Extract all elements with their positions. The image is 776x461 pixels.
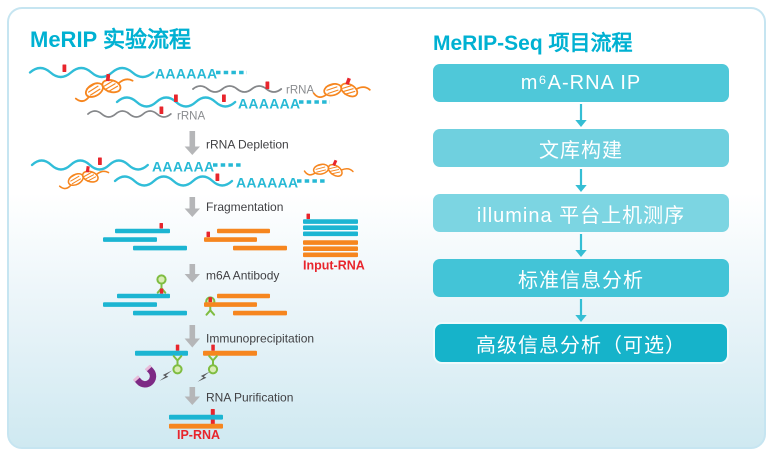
step-label-m6a-antibody: m6A Antibody: [206, 269, 279, 283]
input-rna-stack: Input-RNA: [303, 213, 365, 273]
flow-step-m6a-rna-ip: m⁶A-RNA IP: [433, 64, 729, 102]
rna-fragment: [204, 237, 257, 242]
right-panel-title: MeRIP-Seq 项目流程: [433, 32, 633, 55]
flow-arrow: [575, 234, 587, 257]
input-rna-label: Input-RNA: [303, 259, 365, 273]
antibody-icon: [172, 355, 183, 375]
ribosome-icon: [312, 72, 372, 105]
step-label-rrna-depletion: rRNA Depletion: [206, 138, 289, 152]
rrna-label: rRNA: [286, 85, 314, 97]
fragmented-rna: [103, 223, 287, 251]
rna-fragment: [115, 228, 170, 234]
down-arrow-fragmentation: [184, 197, 200, 217]
polya-tail-label: AAAAAA: [155, 66, 217, 82]
down-arrow-m6a-antibody: [184, 264, 200, 283]
step-label-fragmentation: Fragmentation: [206, 200, 283, 214]
rna-fragment: [103, 302, 157, 307]
rna-fragment: [217, 228, 270, 234]
m6a-mark: [206, 231, 210, 238]
rna-fragment: [233, 310, 287, 316]
mrna-strand: [113, 175, 234, 187]
m6a-mark: [222, 94, 226, 102]
rna-fragment: [204, 302, 257, 307]
ip-rna-label: IP-RNA: [177, 428, 220, 442]
depleted-mrna-cluster: AAAAAA AAAAAA: [30, 153, 356, 191]
rna-fragment: [303, 219, 358, 224]
rrna-strand: [87, 110, 172, 118]
ribosome-icon: [303, 153, 356, 185]
polya-tail-label: AAAAAA: [236, 175, 298, 191]
m6a-mark: [211, 344, 215, 351]
polya-tail-label: AAAAAA: [152, 159, 214, 175]
m6a-mark: [265, 81, 270, 89]
antibody-bound-fragments: [103, 274, 287, 316]
rna-fragment: [103, 237, 157, 242]
rna-fragment: [217, 293, 270, 299]
step-label-rna-purification: RNA Purification: [206, 391, 293, 405]
rna-fragment: [303, 246, 358, 251]
rna-fragment: [169, 423, 223, 429]
down-arrow-rna-purification: [184, 387, 200, 405]
total-rna-cluster: AAAAAA rRNA AAAAAA rRNA: [28, 64, 372, 123]
lightning-icon: [197, 369, 211, 384]
polya-tail-label: AAAAAA: [238, 96, 300, 112]
flow-step-illumina-sequencing: illumina 平台上机测序: [433, 194, 729, 232]
rna-fragment: [303, 252, 358, 258]
rna-fragment: [203, 350, 257, 356]
rna-fragment: [133, 245, 187, 251]
rna-fragment: [117, 293, 170, 299]
immunoprecipitation-scene: [132, 344, 257, 388]
rna-fragment: [135, 350, 188, 356]
rna-fragment: [303, 231, 358, 237]
flow-arrow: [575, 169, 587, 192]
lightning-icon: [159, 368, 173, 383]
mrna-strand: [30, 159, 149, 171]
left-panel-title: MeRIP 实验流程: [30, 27, 191, 52]
m6a-mark: [174, 94, 178, 102]
flow-step-standard-analysis: 标准信息分析: [433, 259, 729, 297]
antibody-icon: [207, 355, 219, 375]
rna-fragment: [303, 225, 358, 230]
rna-fragment: [233, 245, 287, 251]
mrna-strand: [28, 66, 155, 79]
m6a-mark: [208, 297, 212, 303]
m6a-mark: [215, 173, 220, 181]
magnet-icon: [132, 364, 157, 388]
rna-fragment: [303, 240, 358, 245]
m6a-mark: [175, 344, 180, 351]
flow-arrow: [575, 104, 587, 127]
m6a-mark: [159, 223, 163, 229]
m6a-mark: [159, 106, 164, 114]
step-label-immunoprecipitation: Immunoprecipitation: [206, 332, 314, 346]
down-arrow-rrna-depletion: [184, 131, 200, 155]
m6a-mark: [159, 288, 164, 294]
flow-step-advanced-analysis: 高级信息分析（可选）: [433, 322, 729, 364]
flow-step-library-construction: 文库构建: [433, 129, 729, 167]
m6a-mark: [98, 157, 102, 165]
m6a-mark: [62, 64, 67, 72]
down-arrow-immunoprecipitation: [184, 325, 200, 348]
rna-fragment: [169, 414, 223, 420]
m6a-mark: [306, 213, 310, 220]
ip-rna-result: IP-RNA: [169, 409, 223, 442]
flow-arrow: [575, 299, 587, 322]
rna-fragment: [133, 310, 187, 316]
rrna-label: rRNA: [177, 111, 205, 123]
